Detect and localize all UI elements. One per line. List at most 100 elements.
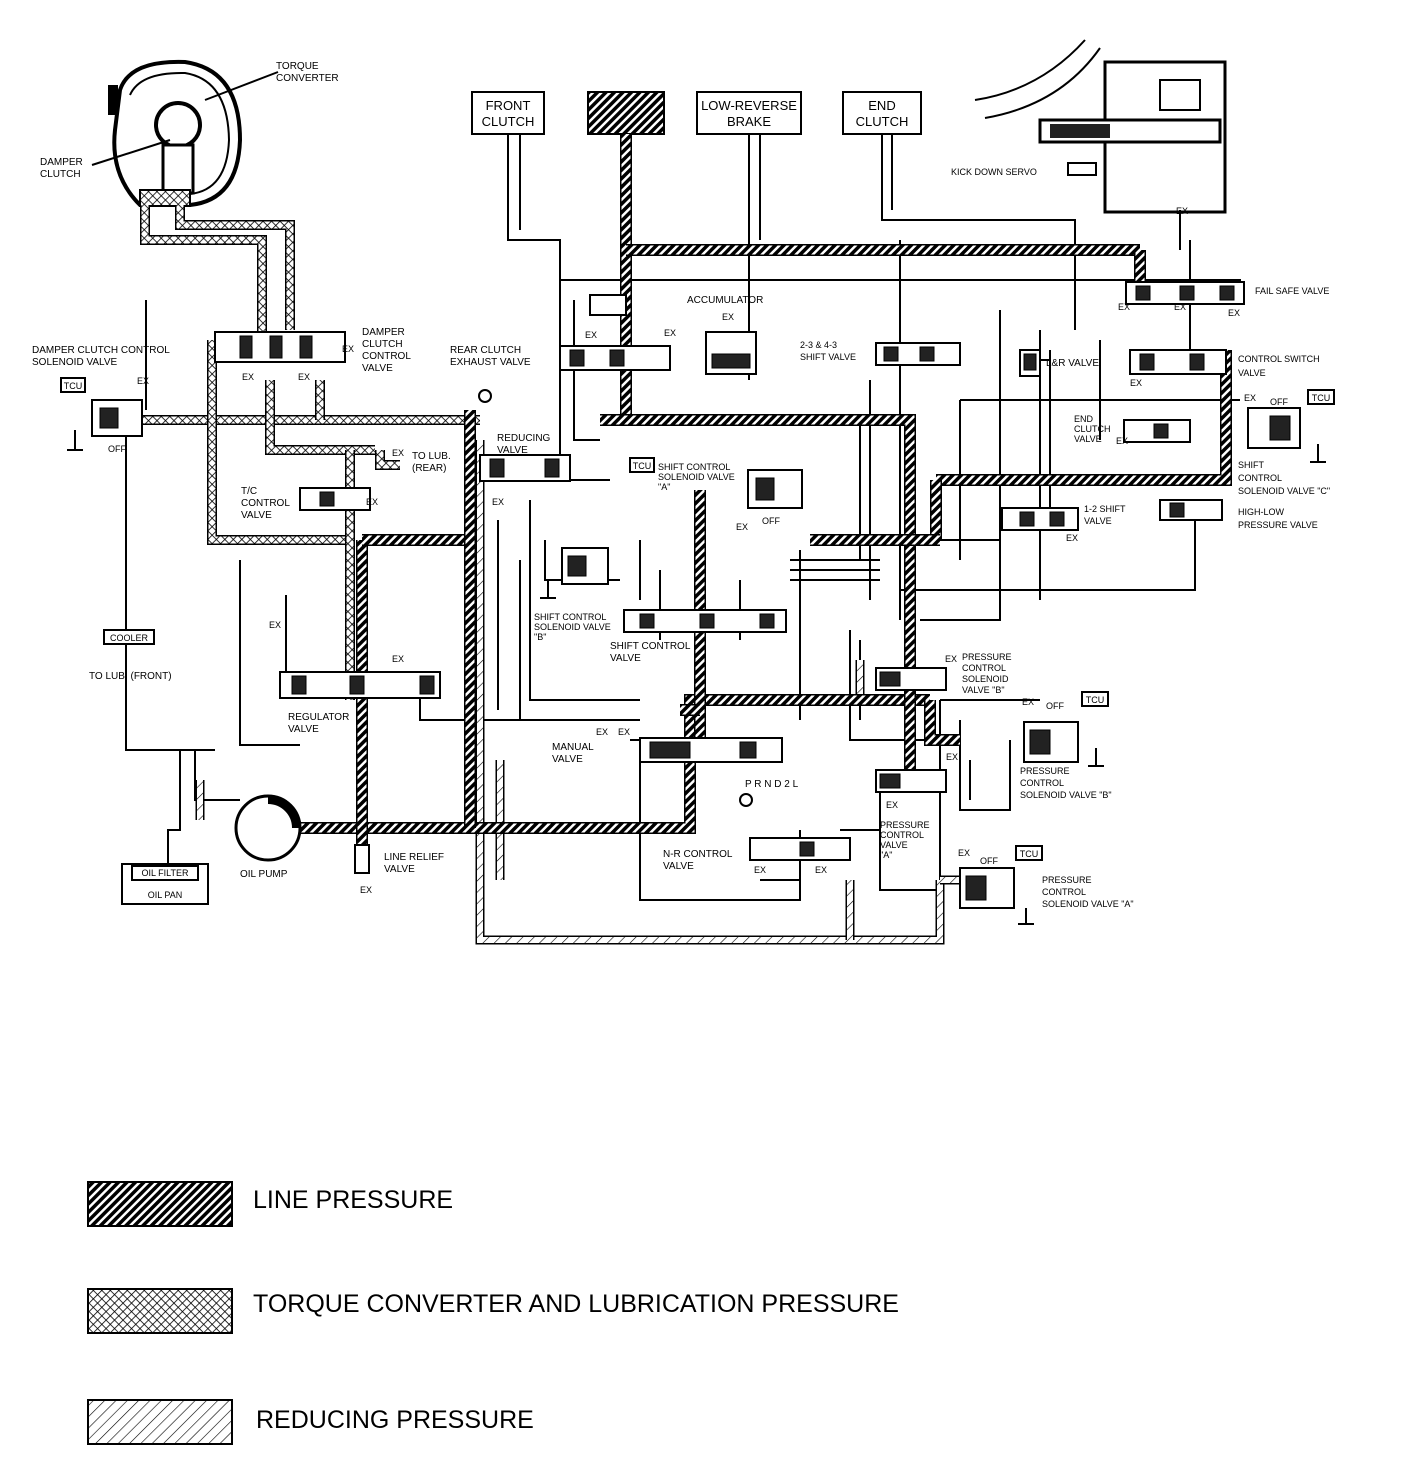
shift-control-solenoid-c xyxy=(1247,407,1326,463)
svg-text:TCU: TCU xyxy=(633,461,652,471)
pressure-control-solenoid-a xyxy=(959,867,1034,925)
svg-text:EX: EX xyxy=(618,727,630,737)
reducing-pressure-passages xyxy=(195,440,960,945)
svg-text:EX: EX xyxy=(269,620,281,630)
legend-item-line-pressure: LINE PRESSURE xyxy=(87,1181,453,1227)
svg-text:TCU: TCU xyxy=(1086,695,1105,705)
svg-text:EX: EX xyxy=(664,328,676,338)
damper-clutch-control-valve xyxy=(214,331,346,363)
svg-text:END: END xyxy=(868,98,895,113)
lr-valve-label: L&R VALVE xyxy=(1046,358,1099,369)
pressure-control-solenoid-a-label: PRESSURE CONTROL SOLENOID VALVE "A" xyxy=(1042,875,1134,909)
tcu-box-shift-c: TCU xyxy=(1307,389,1335,405)
shift-control-solenoid-b-label: SHIFT CONTROL SOLENOID VALVE "B" xyxy=(534,612,613,642)
svg-text:EX: EX xyxy=(298,372,310,382)
shift-control-solenoid-a-label: SHIFT CONTROL SOLENOID VALVE "A" xyxy=(658,462,737,492)
svg-text:EX: EX xyxy=(596,727,608,737)
svg-text:FRONT: FRONT xyxy=(486,98,531,113)
fail-safe-valve-label: FAIL SAFE VALVE xyxy=(1255,286,1329,296)
shift-control-solenoid-c-label: SHIFT CONTROL SOLENOID VALVE "C" xyxy=(1238,460,1330,496)
nr-control-valve-label: N-R CONTROL VALVE xyxy=(663,849,735,872)
svg-text:CLUTCH: CLUTCH xyxy=(856,114,909,129)
svg-text:EX: EX xyxy=(815,865,827,875)
front-clutch-box: FRONT CLUTCH xyxy=(471,91,545,135)
shift-control-valve-label: SHIFT CONTROL VALVE xyxy=(610,641,693,664)
svg-text:EX: EX xyxy=(1130,378,1142,388)
damper-clutch-control-valve-label: DAMPER CLUTCH CONTROL VALVE xyxy=(362,327,413,374)
gear-positions-label: P R N D 2 L xyxy=(745,779,799,790)
control-switch-valve-label: CONTROL SWITCH VALVE xyxy=(1238,354,1322,378)
svg-text:EX: EX xyxy=(392,448,404,458)
oil-pan-label: OIL PAN xyxy=(148,890,183,900)
svg-text:EX: EX xyxy=(366,497,378,507)
svg-text:OFF: OFF xyxy=(1046,701,1064,711)
pressure-control-valve-b xyxy=(875,667,947,691)
damper-clutch-label: DAMPER CLUTCH xyxy=(40,157,86,180)
svg-text:EX: EX xyxy=(342,344,354,354)
svg-text:EX: EX xyxy=(1174,302,1186,312)
tcu-box-damper: TCU xyxy=(60,377,86,393)
oil-pump xyxy=(234,794,302,862)
fail-safe-valve xyxy=(1125,281,1245,305)
to-lub-rear-label: TO LUB. (REAR) xyxy=(412,451,454,474)
tc-control-valve-label: T/C CONTROL VALVE xyxy=(241,486,292,521)
svg-text:EX: EX xyxy=(722,312,734,322)
tcu-box-pressure-b: TCU xyxy=(1081,691,1109,707)
line-pressure-passages xyxy=(300,134,1232,870)
high-low-pressure-valve xyxy=(1159,499,1223,521)
torque-converter-label: TORQUE CONVERTER xyxy=(276,61,339,84)
shift-control-valve xyxy=(623,609,787,633)
svg-text:OFF: OFF xyxy=(980,856,998,866)
pressure-control-solenoid-b-upper-label: PRESSURE CONTROL SOLENOID VALVE "B" xyxy=(962,652,1014,695)
svg-text:EX: EX xyxy=(1066,533,1078,543)
accumulator xyxy=(705,331,757,375)
svg-text:EX: EX xyxy=(585,330,597,340)
high-low-pressure-valve-label: HIGH-LOW PRESSURE VALVE xyxy=(1238,507,1318,530)
svg-text:CLUTCH: CLUTCH xyxy=(482,114,535,129)
rear-clutch-box xyxy=(587,91,665,135)
oil-filter-pan xyxy=(121,863,209,905)
pressure-control-valve-a xyxy=(875,769,947,793)
svg-text:EX: EX xyxy=(1022,697,1034,707)
svg-text:EX: EX xyxy=(360,885,372,895)
reducing-valve-label: REDUCING VALVE xyxy=(497,433,553,456)
shift-valve-12 xyxy=(1001,507,1079,531)
cooler-box: COOLER xyxy=(103,629,155,645)
tcu-box-pressure-a: TCU xyxy=(1015,845,1043,861)
kick-down-servo-label: KICK DOWN SERVO xyxy=(951,167,1037,177)
regulator-valve-label: REGULATOR VALVE xyxy=(288,712,352,735)
svg-text:LOW-REVERSE: LOW-REVERSE xyxy=(701,98,797,113)
lr-valve xyxy=(1019,349,1041,377)
svg-text:EX: EX xyxy=(137,376,149,386)
svg-text:OFF: OFF xyxy=(1270,397,1288,407)
svg-text:EX: EX xyxy=(1118,302,1130,312)
rear-clutch-exhaust-valve-label: REAR CLUTCH EXHAUST VALVE xyxy=(450,345,531,368)
tc-control-valve xyxy=(299,487,371,511)
shift-control-solenoid-b xyxy=(540,547,609,599)
reducing-valve xyxy=(478,389,571,482)
exhaust-port-labels: EX EX EX EX EX EX EX EX EX EX EX EX EX E… xyxy=(108,206,1288,895)
shift-valve-23-43-label: 2-3 & 4-3 SHIFT VALVE xyxy=(800,340,856,362)
nr-control-valve xyxy=(749,837,851,861)
shift-valve-12-label: 1-2 SHIFT VALVE xyxy=(1084,504,1128,526)
svg-text:EX: EX xyxy=(1228,308,1240,318)
torque-converter xyxy=(91,59,279,207)
damper-clutch-control-solenoid xyxy=(67,399,143,451)
svg-text:EX: EX xyxy=(886,800,898,810)
svg-text:COOLER: COOLER xyxy=(110,633,149,643)
tcu-box-shift-a: TCU xyxy=(629,457,655,473)
svg-text:TORQUE CONVERTER AND LUBRICATI: TORQUE CONVERTER AND LUBRICATION PRESSUR… xyxy=(253,1290,899,1318)
damper-clutch-control-solenoid-label: DAMPER CLUTCH CONTROL SOLENOID VALVE xyxy=(32,345,172,368)
rear-clutch-exhaust-valve xyxy=(559,294,671,371)
accumulator-label: ACCUMULATOR xyxy=(687,295,763,306)
low-reverse-brake-box: LOW-REVERSE BRAKE xyxy=(696,91,802,135)
svg-text:EX: EX xyxy=(242,372,254,382)
pressure-control-solenoid-b xyxy=(1023,721,1104,767)
legend-item-reducing-pressure: REDUCING PRESSURE xyxy=(87,1399,534,1445)
manual-valve xyxy=(639,737,783,807)
line-relief-valve-label: LINE RELIEF VALVE xyxy=(384,852,447,875)
shift-valve-23-43 xyxy=(875,342,961,366)
svg-text:EX: EX xyxy=(736,522,748,532)
svg-text:EX: EX xyxy=(1116,436,1128,446)
svg-text:TCU: TCU xyxy=(64,381,83,391)
